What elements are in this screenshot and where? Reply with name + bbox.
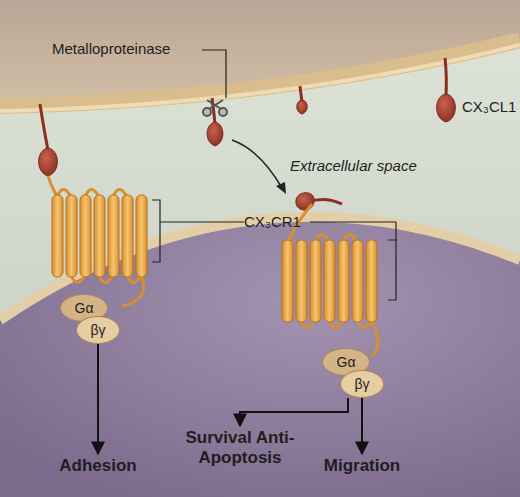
signal-arrow (240, 398, 348, 426)
upper-cell (0, 0, 520, 106)
outcome-label: Adhesion (38, 454, 158, 478)
signal-arrow (97, 344, 99, 454)
node-text: Migration (324, 456, 401, 476)
node-text: βγ (354, 376, 369, 392)
lower-cell (0, 217, 520, 497)
bracket (152, 200, 396, 300)
release-arrow (232, 140, 282, 188)
g-betagamma: βγ (340, 370, 384, 398)
g-betagamma: βγ (76, 316, 120, 344)
lower-membrane (0, 217, 520, 320)
receptor-label: CX₃CR1 (244, 213, 301, 230)
signal-arrow (361, 398, 363, 454)
node-text: Survival Anti-Apoptosis (175, 428, 305, 468)
region-label: Extracellular space (290, 157, 417, 174)
node-text: Gα (337, 354, 356, 370)
node-text: Gα (75, 300, 94, 316)
receptor-left (48, 176, 147, 306)
enzyme-label: Metalloproteinase (52, 40, 170, 57)
ligand-label: CX₃CL1 (462, 98, 516, 115)
outcome-label: Migration (302, 454, 422, 478)
scissors-icon (203, 100, 227, 116)
release-arrowhead (276, 182, 286, 194)
leader-line (202, 50, 226, 98)
ligand-membrane (39, 58, 456, 176)
soluble-ligand (296, 193, 342, 210)
node-text: βγ (90, 322, 105, 338)
node-text: Adhesion (59, 456, 136, 476)
outcome-label: Survival Anti-Apoptosis (160, 426, 320, 470)
